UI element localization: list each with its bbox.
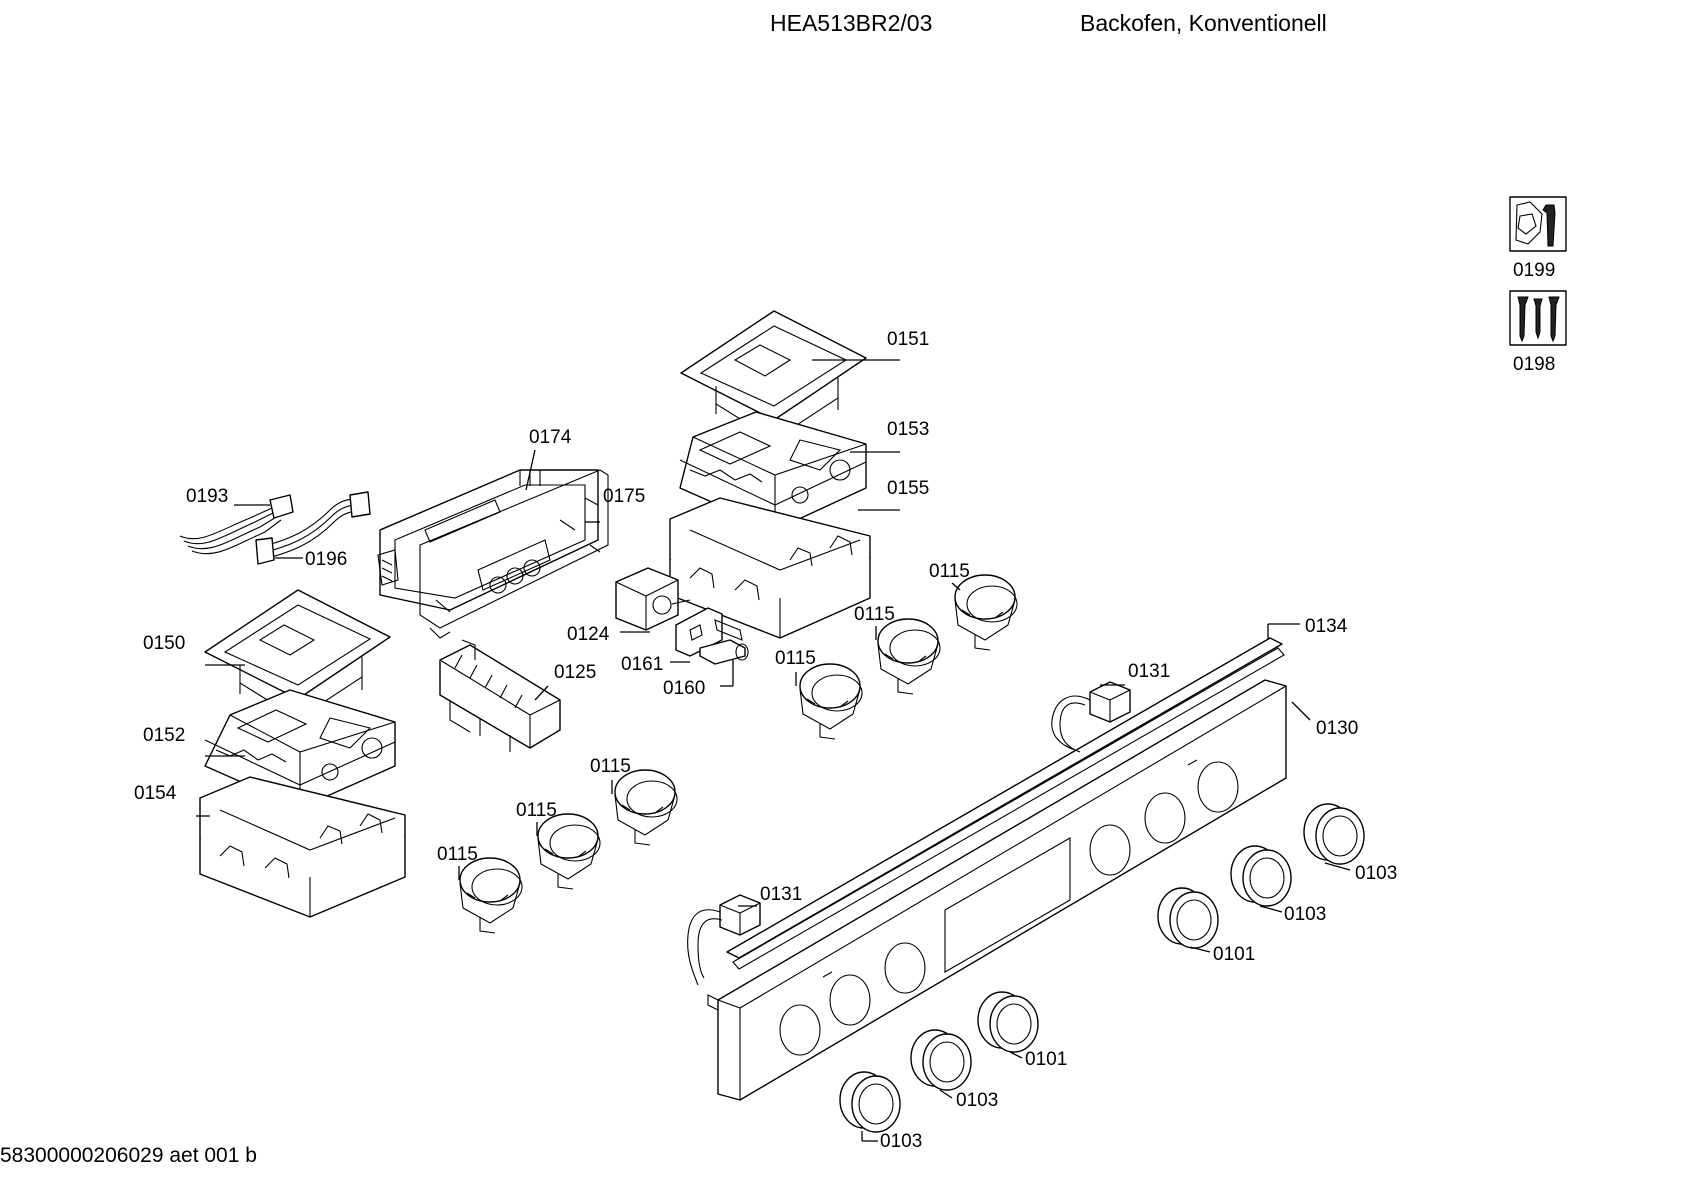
label-0131-b: 0131 (760, 884, 802, 905)
wrench-icon[interactable] (1509, 196, 1567, 252)
cable-harness-0196[interactable] (255, 491, 371, 565)
label-0130: 0130 (1316, 718, 1358, 739)
appliance-category: Backofen, Konventionell (1080, 10, 1327, 36)
label-0115-c: 0115 (775, 648, 816, 669)
knob-0103-c[interactable] (910, 1029, 972, 1091)
label-0199: 0199 (1513, 260, 1555, 281)
label-0196: 0196 (305, 549, 347, 570)
label-0115-e: 0115 (516, 800, 557, 821)
label-0101-a: 0101 (1213, 944, 1255, 965)
label-0153: 0153 (887, 419, 929, 440)
label-0103-a: 0103 (1355, 863, 1397, 884)
door-switch-0131-b[interactable] (687, 894, 761, 986)
label-0198: 0198 (1513, 354, 1555, 375)
label-0124: 0124 (567, 624, 610, 645)
label-0103-b: 0103 (1284, 904, 1326, 925)
label-0152: 0152 (143, 725, 185, 746)
label-0150: 0150 (143, 633, 185, 654)
label-0101-b: 0101 (1025, 1049, 1067, 1070)
label-0115-b: 0115 (854, 604, 895, 625)
label-0131-a: 0131 (1128, 661, 1170, 682)
screws-icon[interactable] (1509, 290, 1567, 346)
knob-0103-b[interactable] (1230, 845, 1292, 907)
knob-0103-a[interactable] (1303, 803, 1365, 865)
label-0175: 0175 (603, 486, 645, 507)
label-0154: 0154 (134, 783, 177, 804)
trim-strip-0134[interactable] (726, 637, 1285, 970)
terminal-block-0125[interactable] (439, 639, 561, 752)
module-housing-0154[interactable] (199, 776, 406, 918)
knob-holder-0115-c[interactable] (799, 663, 863, 740)
module-cover-0151[interactable] (680, 310, 867, 452)
knob-holder-0115-e[interactable] (537, 813, 601, 890)
label-0160: 0160 (663, 678, 705, 699)
label-0134: 0134 (1305, 616, 1348, 637)
label-0115-f: 0115 (437, 844, 478, 865)
label-0151: 0151 (887, 329, 929, 350)
thermostat-0124[interactable] (615, 567, 691, 631)
label-0115-d: 0115 (590, 756, 631, 777)
knob-0101-a[interactable] (1157, 887, 1219, 949)
selector-switch-0161[interactable] (675, 607, 743, 657)
knob-0101-b[interactable] (977, 991, 1039, 1053)
timer-frame-0175[interactable] (377, 469, 609, 639)
label-0125: 0125 (554, 662, 596, 683)
switch-shaft-0160[interactable] (699, 639, 749, 665)
label-0174: 0174 (529, 427, 572, 448)
document-id: 58300000206029 aet 001 b (0, 1144, 257, 1167)
knob-holder-0115-f[interactable] (459, 857, 523, 934)
label-0115-a: 0115 (929, 561, 970, 582)
module-housing-0155[interactable] (669, 497, 871, 639)
model-number: HEA513BR2/03 (770, 10, 933, 36)
label-0155: 0155 (887, 478, 929, 499)
knob-holder-0115-b[interactable] (877, 618, 941, 695)
knob-0103-d[interactable] (839, 1071, 901, 1133)
timer-board-0174[interactable] (379, 469, 599, 611)
label-0193: 0193 (186, 486, 228, 507)
knob-holder-0115-d[interactable] (614, 769, 678, 846)
label-0103-d: 0103 (880, 1131, 922, 1152)
label-0161: 0161 (621, 654, 663, 675)
door-switch-0131-a[interactable] (1051, 681, 1131, 753)
label-0103-c: 0103 (956, 1090, 998, 1111)
control-panel-0130[interactable] (707, 679, 1287, 1101)
cable-harness-0193[interactable] (179, 494, 294, 555)
knob-holder-0115-a[interactable] (954, 574, 1018, 651)
